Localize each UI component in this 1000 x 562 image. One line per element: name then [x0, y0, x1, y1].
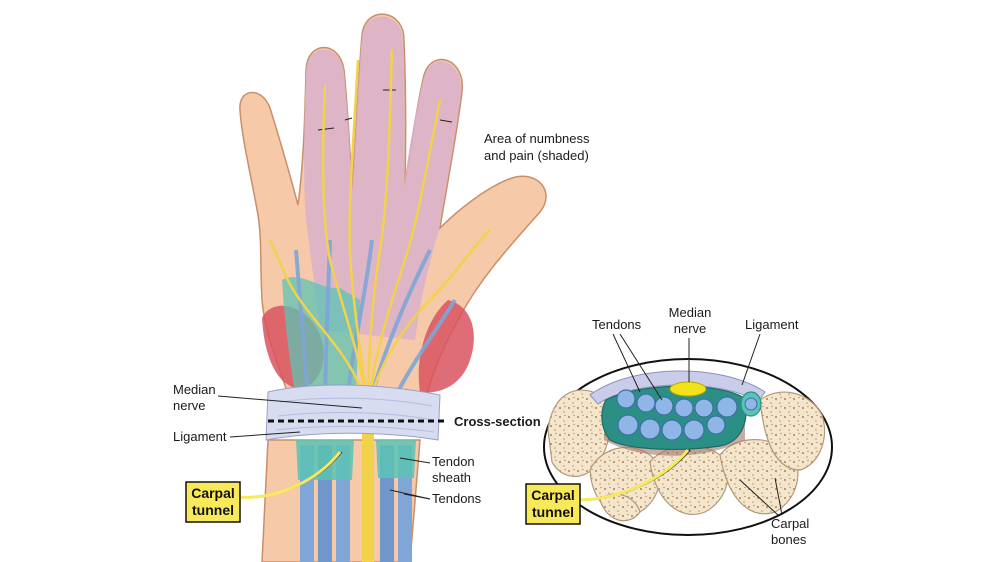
cross-section-median-nerve: [669, 381, 707, 397]
cs-tendons-leader-1: [612, 333, 641, 393]
carpal-bones-leader-1: [739, 479, 779, 516]
cs-median-label-line1: Median: [669, 305, 712, 320]
median-nerve-leader: [217, 395, 363, 409]
tendons-label: Tendons: [432, 491, 482, 506]
ligament-leader: [229, 431, 301, 438]
numbness-label-line1: Area of numbness: [484, 131, 590, 146]
hypothenar-muscle: [418, 300, 474, 393]
cs-ligament-label: Ligament: [745, 317, 799, 332]
carpal-tunnel-label-line1: Carpal: [191, 485, 235, 501]
cross-section-drawing: [543, 358, 833, 536]
cs-tendons-label: Tendons: [592, 317, 642, 332]
carpal-tunnel-label-line2: tunnel: [192, 502, 234, 518]
carpal-bones-leader-2: [774, 477, 783, 516]
cross-section-label: Cross-section: [454, 414, 541, 429]
tendons-leader-2: [403, 493, 431, 500]
cs-ligament-leader: [741, 333, 761, 386]
cs-carpal-tunnel-label-line1: Carpal: [531, 487, 575, 503]
median-nerve-branches: [268, 49, 491, 411]
hand-drawing: [239, 13, 547, 562]
cs-carpal-tunnel-callout-box: [525, 483, 581, 525]
tendon-sheath-leader: [399, 457, 431, 464]
cs-tendons-leader-2: [619, 333, 663, 401]
carpal-bones-label-line2: bones: [771, 532, 807, 547]
numbness-shaded-area: [304, 16, 462, 341]
median-nerve-trunk: [362, 400, 374, 562]
carpal-tunnel-callout-box: [185, 481, 241, 523]
cs-carpal-tunnel-label-line2: tunnel: [532, 504, 574, 520]
ligament-label: Ligament: [173, 429, 227, 444]
tendon-sheath-label-line1: Tendon: [432, 454, 475, 469]
carpal-bones-shapes: [547, 389, 826, 522]
cs-median-label-line2: nerve: [674, 321, 707, 336]
hand-labels: Area of numbness and pain (shaded) Media…: [173, 131, 590, 523]
carpal-bones-label-line1: Carpal: [771, 516, 809, 531]
cross-section-tendons: [616, 389, 738, 441]
median-nerve-label-line2: nerve: [173, 398, 206, 413]
cross-section-labels: Tendons Median nerve Ligament Carpal bon…: [525, 305, 809, 547]
tendon-sheath-label-line2: sheath: [432, 470, 471, 485]
median-nerve-label-line1: Median: [173, 382, 216, 397]
numbness-label-line2: and pain (shaded): [484, 148, 589, 163]
wrist-tendon-sheaths: [296, 440, 416, 480]
